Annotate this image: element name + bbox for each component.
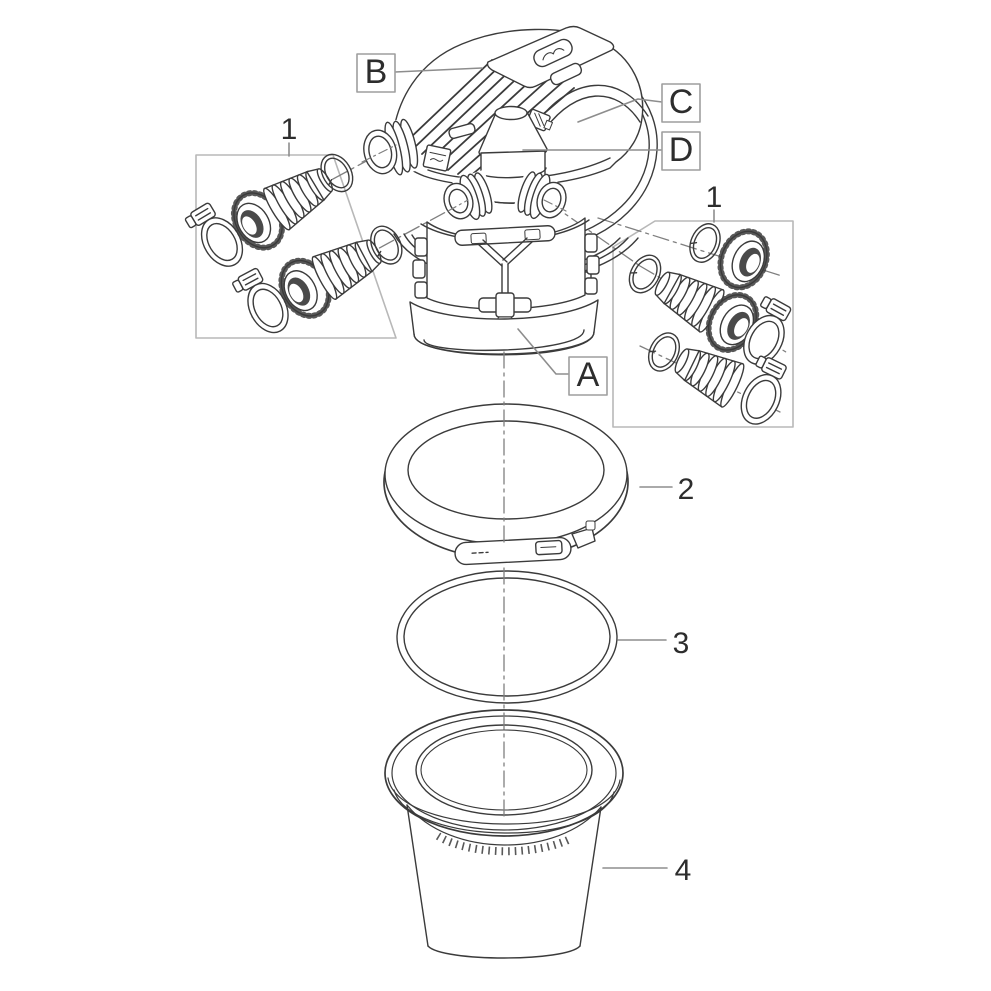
callout-box-C xyxy=(661,83,701,123)
callout-box-B xyxy=(356,53,396,93)
foam-assembly xyxy=(409,217,600,356)
clamp-ring xyxy=(383,403,629,566)
callout-letter-C: C xyxy=(669,83,694,121)
callout-number-1-left: 1 xyxy=(281,113,298,146)
container-thread-ticks xyxy=(435,832,574,856)
callout-letter-B: B xyxy=(365,53,388,91)
callout-box-A xyxy=(568,356,608,396)
axis-stubs xyxy=(361,144,567,212)
left-hose-port xyxy=(363,117,419,179)
callout-boxes xyxy=(356,53,701,396)
brand-badge xyxy=(533,38,573,68)
callout-box-D xyxy=(661,131,701,171)
callout-number-2: 2 xyxy=(678,473,695,506)
front-left-hose-port xyxy=(443,169,498,223)
callout-number-4: 4 xyxy=(675,854,692,887)
seal-o-ring xyxy=(396,570,618,704)
front-right-hose-port xyxy=(512,168,567,222)
callouts: B C D A 1 1 2 3 4 xyxy=(281,53,723,887)
leader-lines xyxy=(288,67,715,869)
foam-tension-rods xyxy=(454,225,556,330)
warning-label xyxy=(422,144,452,172)
callout-number-3: 3 xyxy=(673,627,690,660)
clamp-ring-latch xyxy=(454,536,572,566)
lid-front-slot xyxy=(448,123,476,139)
callout-letter-D: D xyxy=(669,131,694,169)
lid-slot xyxy=(549,62,583,86)
callout-letter-A: A xyxy=(577,356,600,394)
callout-number-1-right: 1 xyxy=(706,181,723,214)
